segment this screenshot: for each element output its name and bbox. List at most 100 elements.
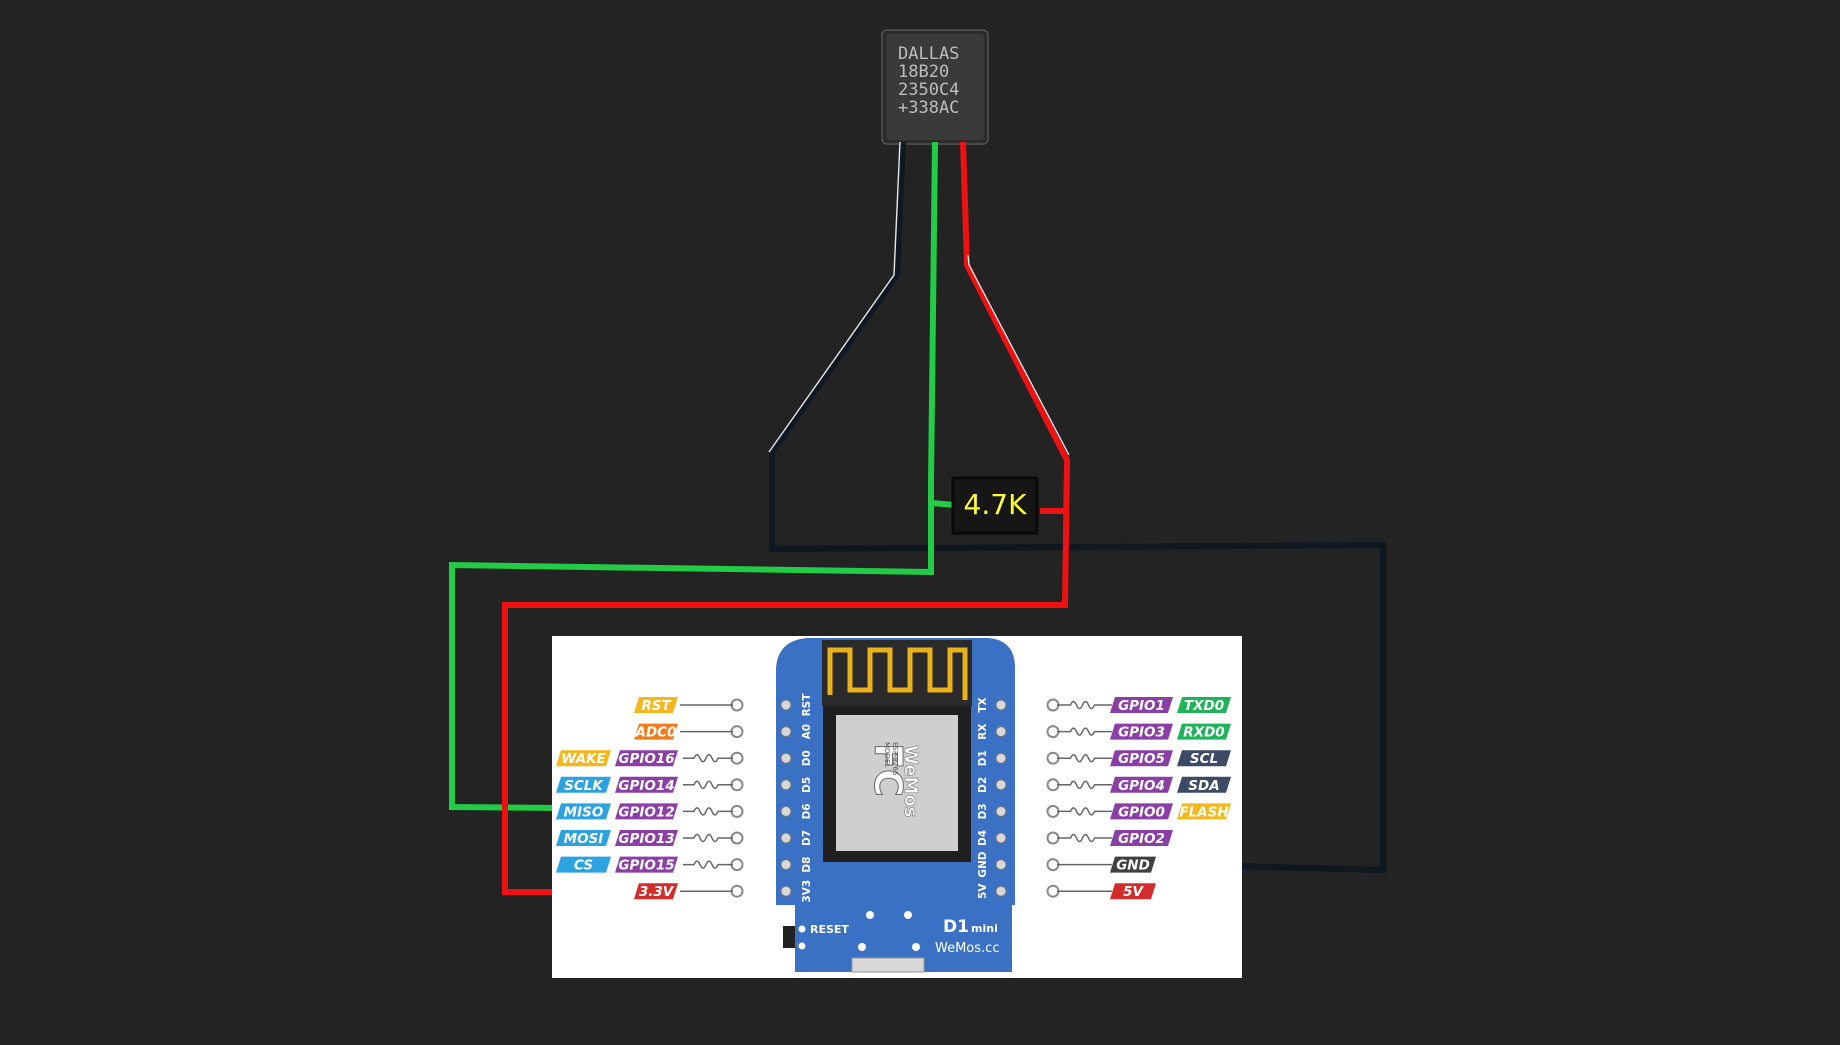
right-pin-label-primary-bg (1110, 830, 1173, 846)
board-right-pin-name: D2 (977, 777, 989, 793)
board-left-pin-name: A0 (801, 724, 813, 739)
left-pin-label-secondary-text: GPIO14 (618, 778, 674, 794)
right-pin-label-primary: GPIO5 (1110, 750, 1173, 767)
ds18b20-sensor: DALLAS 18B20 2350C4 +338AC (881, 29, 989, 145)
board-brand: WeMos.cc (935, 941, 999, 956)
right-pin-label-primary-text: GND (1116, 858, 1150, 874)
right-pin-label-primary-text: 5V (1123, 884, 1144, 900)
board-left-hole (780, 805, 792, 817)
left-pin-lead (683, 807, 733, 816)
left-pin-label-primary-bg (556, 776, 611, 793)
board-hole-3 (858, 943, 866, 951)
right-pin-label-primary-text: GPIO0 (1118, 804, 1165, 820)
left-pin-label-primary: CS (556, 856, 611, 874)
left-pin-label-primary-bg (556, 856, 611, 873)
right-pin-label-primary-bg (1110, 856, 1156, 873)
board-right-hole (995, 752, 1007, 764)
left-pin-label-primary: 3.3V (634, 883, 678, 900)
left-pin-label-secondary-text: GPIO12 (618, 804, 674, 820)
right-pin-lead (1057, 727, 1112, 736)
right-pin-label-primary: GPIO3 (1110, 723, 1173, 741)
left-pin-lead (683, 860, 733, 869)
right-pin-label-primary-text: GPIO4 (1118, 778, 1165, 794)
right-pin-label-primary: GPIO2 (1110, 830, 1173, 847)
right-pin-label-primary: GND (1110, 856, 1156, 874)
right-pin-label-primary-text: GPIO1 (1118, 698, 1165, 714)
right-pin-label-secondary: FLASH (1177, 803, 1231, 820)
left-pin-label-primary-text: RST (641, 698, 672, 714)
left-pin-label-secondary-text: GPIO15 (618, 858, 674, 874)
left-pin-label-primary: MISO (556, 803, 611, 820)
module-logo: WeMos (900, 745, 921, 817)
board-left-pin-name: D7 (801, 830, 813, 846)
right-pin-label-primary-text: GPIO5 (1118, 751, 1165, 767)
board-left-hole (780, 752, 792, 764)
right-pin-lead (1057, 807, 1112, 816)
board-right-pin-name: GND (977, 851, 989, 877)
right-pin-lead (1057, 833, 1112, 843)
board-hole-1 (866, 911, 874, 919)
left-pin-pad (730, 884, 744, 898)
right-pin-label-primary-bg (1110, 723, 1173, 740)
left-pin-label-secondary-text: GPIO16 (618, 751, 674, 767)
board-right-pin-name: D3 (977, 803, 989, 819)
board-left-hole (780, 699, 792, 711)
board-left-pin-name: D6 (801, 803, 813, 819)
board-left-pin-name: D5 (801, 777, 813, 793)
right-pin-pad (1046, 778, 1060, 792)
board-left-hole (780, 832, 792, 844)
fcc-logo: FC (866, 743, 910, 797)
right-pin-label-secondary-text: SDA (1188, 778, 1219, 794)
board-right-pin-name: D4 (977, 830, 989, 846)
left-pin-label-secondary: GPIO15 (615, 856, 678, 874)
left-pin-label-secondary-text: GPIO13 (618, 831, 674, 847)
right-pin-label-primary: 5V (1110, 883, 1156, 900)
right-pin-label-secondary-bg (1177, 776, 1231, 793)
left-pin-label-primary-text: 3.3V (639, 884, 675, 900)
sensor-text-line-4: +338AC (898, 98, 959, 118)
wire-ground-black (769, 141, 1386, 874)
resistor-box (951, 476, 1039, 535)
right-pin-pad (1046, 751, 1060, 765)
left-pin-label-secondary-bg (615, 830, 678, 846)
left-pin-label-primary-bg (634, 883, 678, 900)
board-right-hole (995, 805, 1007, 817)
left-pin-label-primary-bg (556, 830, 611, 846)
left-pin-lead (683, 753, 733, 763)
right-pin-label-primary-bg (1110, 803, 1173, 820)
left-pin-pad (730, 778, 744, 792)
left-pin-pad (730, 751, 744, 765)
board-left-hole (780, 779, 792, 791)
wire-vcc-red-highlight (967, 254, 1070, 456)
board-left-hole (780, 726, 792, 738)
reset-hole-1 (798, 925, 806, 933)
reset-hole-2 (798, 942, 806, 950)
reset-label: RESET (810, 923, 849, 936)
antenna-trace (827, 647, 968, 700)
module-model-caption: MODEL (883, 742, 891, 767)
board-right-hole (995, 859, 1007, 871)
left-pin-pad (730, 698, 744, 712)
board-left-pin-name: RST (801, 693, 813, 717)
right-pin-pad (1046, 884, 1060, 898)
left-pin-label-primary-bg (634, 723, 678, 740)
right-pin-pad (1046, 804, 1060, 818)
left-pin-label-secondary: GPIO16 (615, 750, 678, 767)
right-pin-lead (1057, 780, 1112, 790)
right-pin-pad (1046, 725, 1060, 739)
right-pin-label-primary-bg (1110, 750, 1173, 767)
sensor-text-line-1: DALLAS (898, 44, 959, 64)
left-pin-label-secondary-bg (615, 776, 678, 793)
left-pin-lead (683, 833, 733, 843)
left-pin-label-primary: RST (634, 697, 678, 714)
right-pin-label-secondary-bg (1177, 803, 1231, 820)
left-pin-label-secondary: GPIO12 (615, 803, 678, 820)
right-pin-label-primary-bg (1110, 883, 1156, 900)
sensor-text-line-3: 2350C4 (898, 80, 959, 100)
reset-button[interactable] (783, 926, 795, 948)
sensor-text-line-2: 18B20 (898, 62, 949, 82)
left-pin-label-primary-text: CS (574, 858, 593, 874)
board-left-pin-name: 3V3 (801, 880, 813, 903)
right-pin-label-secondary: SDA (1177, 776, 1231, 794)
